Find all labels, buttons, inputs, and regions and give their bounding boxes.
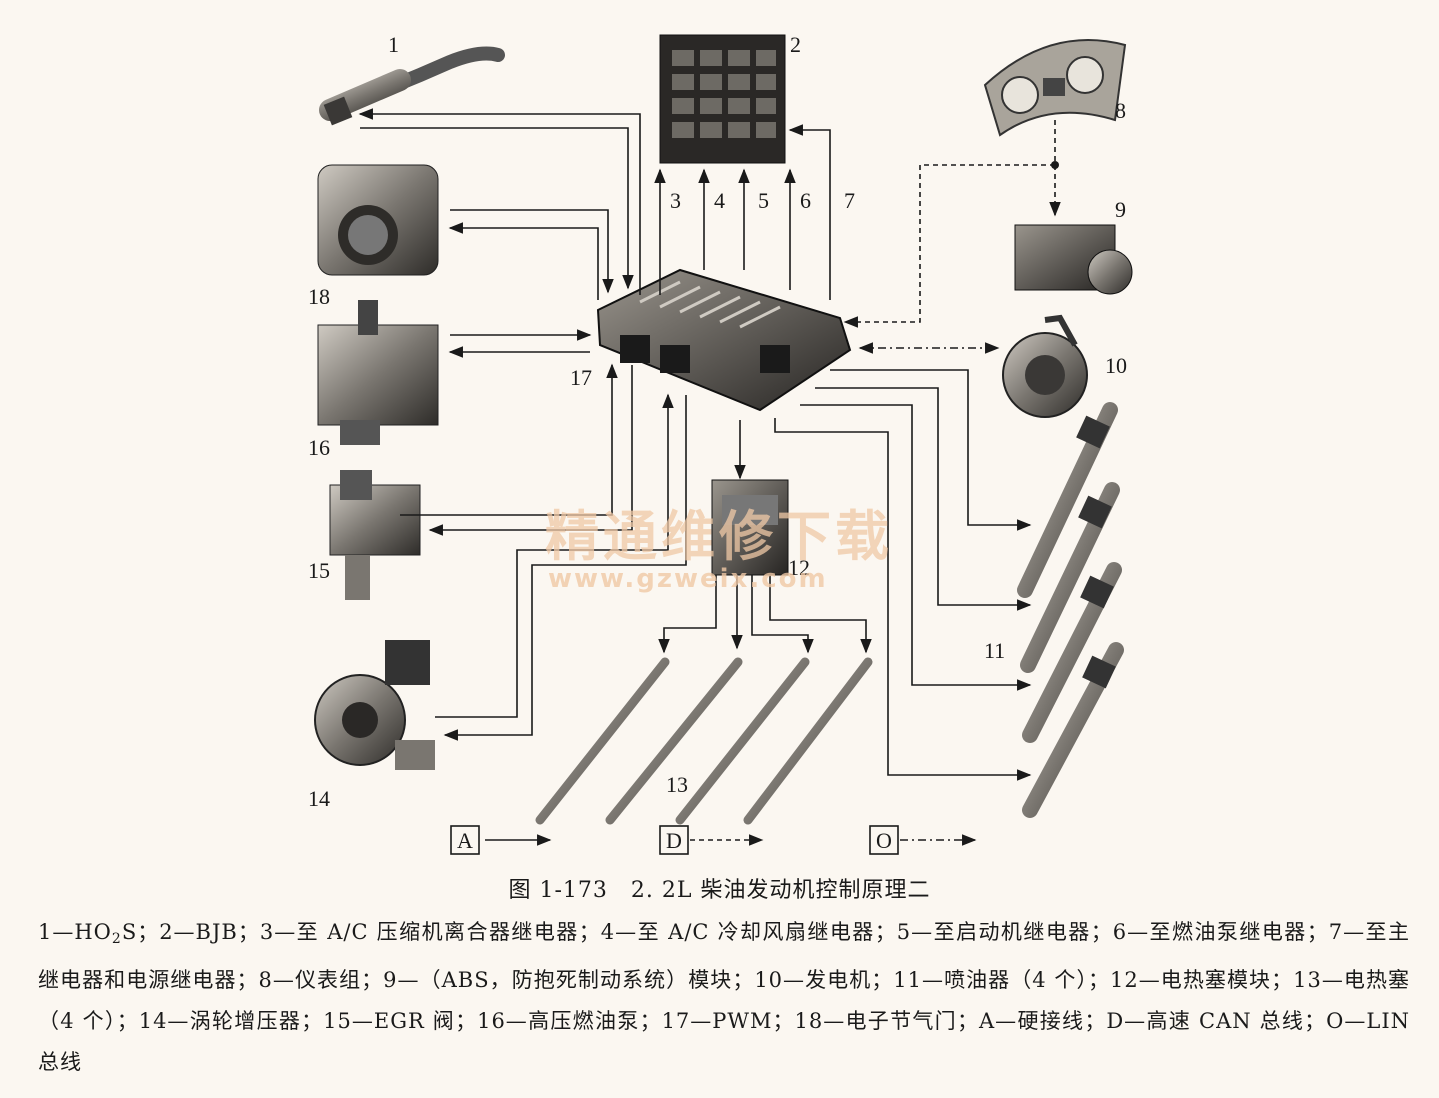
label-13: 13 (666, 772, 688, 797)
label-11: 11 (984, 638, 1005, 663)
label-4: 4 (714, 188, 725, 213)
legend-label-o: O (876, 828, 892, 853)
label-5: 5 (758, 188, 769, 213)
label-8: 8 (1115, 98, 1126, 123)
label-17: 17 (570, 365, 592, 390)
label-7: 7 (844, 188, 855, 213)
egr-valve-image (329, 470, 421, 600)
watermark-url: www.gzweix.com (548, 564, 828, 594)
label-15: 15 (308, 558, 330, 583)
label-14: 14 (308, 786, 330, 811)
turbocharger-image (314, 640, 435, 770)
electronic-throttle-image (317, 164, 439, 276)
label-3: 3 (670, 188, 681, 213)
label-18: 18 (308, 284, 330, 309)
label-2: 2 (790, 32, 801, 57)
legend-box-o (869, 825, 899, 855)
figure-legend: 1—HO2S；2—BJB；3—至 A/C 压缩机离合器继电器；4—至 A/C 冷… (38, 912, 1410, 1083)
glow-plugs-image (535, 657, 873, 825)
label-16: 16 (308, 435, 330, 460)
label-1: 1 (388, 32, 399, 57)
legend-label-a: A (457, 828, 473, 853)
bjb-fuse-box-image (659, 34, 786, 164)
abs-module-image (1014, 224, 1133, 295)
pwm-ecm-image (596, 268, 852, 412)
legend-box-a (450, 825, 480, 855)
legend-label-d: D (666, 828, 682, 853)
generator-image (1002, 314, 1088, 418)
instrument-cluster-image (983, 39, 1127, 137)
legend-box-d (659, 825, 689, 855)
figure-caption: 图 1-173 2. 2L 柴油发动机控制原理二 (508, 878, 931, 903)
legend-subscript: 2 (111, 931, 122, 947)
high-pressure-fuel-pump-image (317, 300, 439, 445)
label-6: 6 (800, 188, 811, 213)
hardwired-connections (358, 108, 1032, 846)
can-junction-dot (1051, 161, 1059, 169)
control-diagram: 1 2 3 4 5 6 7 8 9 10 11 12 13 14 15 16 1… (308, 32, 1133, 855)
label-12: 12 (788, 555, 810, 580)
ho2s-sensor-image (319, 46, 505, 126)
label-10: 10 (1105, 353, 1127, 378)
legend-text-start: 1—HO (38, 920, 112, 944)
watermark-title: 精通维修下载 (545, 505, 893, 568)
glow-plug-module-image (711, 479, 789, 576)
legend-text-rest: S；2—BJB；3—至 A/C 压缩机离合器继电器；4—至 A/C 冷却风扇继电… (38, 920, 1410, 1074)
label-9: 9 (1115, 197, 1126, 222)
injectors-image (1017, 402, 1124, 818)
